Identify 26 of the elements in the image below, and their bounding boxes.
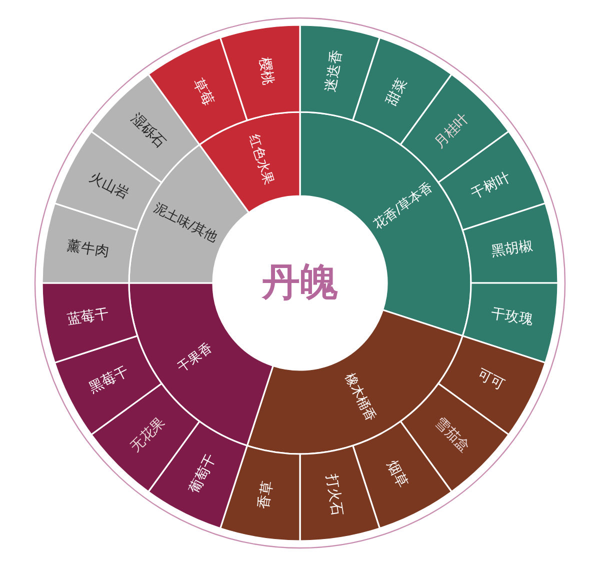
aroma-label: 香草 — [256, 480, 277, 510]
aroma-label: 薰牛肉 — [66, 238, 110, 261]
aroma-label: 葡萄干 — [186, 452, 220, 496]
aroma-label: 湿砾石 — [128, 110, 169, 152]
aroma-label: 迷迭香 — [322, 49, 345, 94]
category-label: 橡木桶香 — [340, 371, 378, 424]
variety-name: 丹魄 — [262, 262, 338, 304]
aroma-label: 樱桃 — [256, 56, 277, 86]
category-label: 红色水果 — [244, 133, 276, 188]
aroma-label: 甜菜 — [384, 76, 411, 108]
category-label: 泥土味/其他 — [150, 202, 220, 247]
aroma-label: 干树叶 — [468, 168, 514, 202]
aroma-label: 雪茄盒 — [431, 414, 472, 456]
aroma-label: 黑莓干 — [86, 364, 132, 398]
aroma-label: 月桂叶 — [431, 110, 472, 152]
aroma-label: 蓝莓干 — [66, 305, 110, 328]
aroma-label: 无花果 — [128, 414, 169, 456]
aroma-label: 烟草 — [384, 458, 411, 490]
aroma-label: 黑胡椒 — [490, 238, 534, 261]
aroma-label: 打火石 — [322, 472, 345, 517]
category-label: 花香/草本香 — [372, 180, 437, 234]
aroma-label: 干玫瑰 — [490, 305, 534, 328]
aroma-label: 草莓 — [189, 76, 216, 108]
aroma-label: 火山岩 — [86, 168, 132, 202]
category-label: 干果香 — [175, 341, 216, 376]
aroma-label: 可可 — [474, 366, 508, 394]
